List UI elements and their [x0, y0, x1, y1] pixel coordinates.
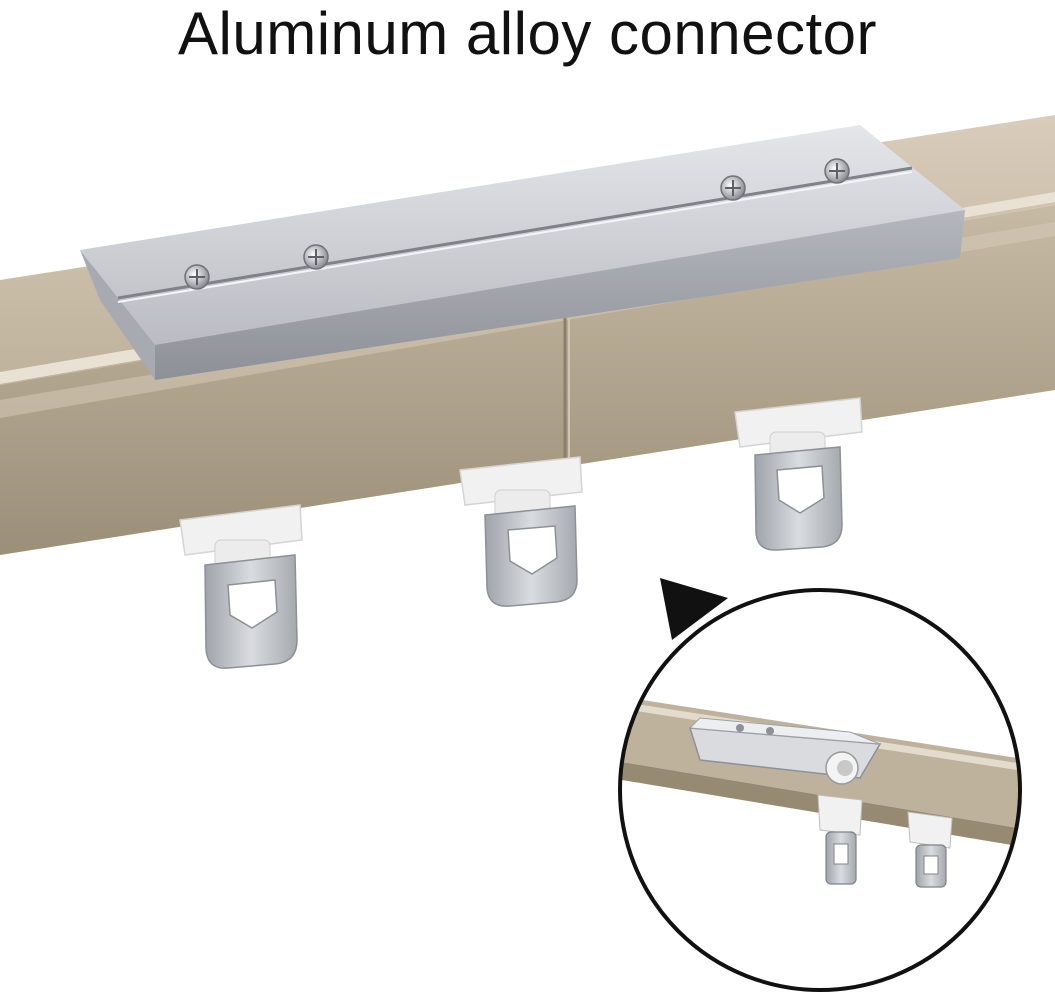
glider-hook-right [734, 397, 863, 551]
inset-detail-view [618, 588, 1022, 992]
glider-hook-middle [459, 456, 583, 607]
screw-icon [303, 244, 329, 270]
rail-front-face [0, 205, 1055, 555]
plate-front-edge [155, 210, 965, 380]
screw-icon [720, 175, 746, 201]
page-title: Aluminum alloy connector [178, 0, 877, 67]
inset-border [618, 588, 1022, 992]
plate-slot [117, 166, 913, 300]
connector-plate [80, 125, 965, 380]
glider-hook-left [179, 504, 303, 669]
triangle-pointer-icon [660, 578, 728, 640]
screw-icon [184, 264, 210, 290]
screw-icon [824, 158, 850, 184]
